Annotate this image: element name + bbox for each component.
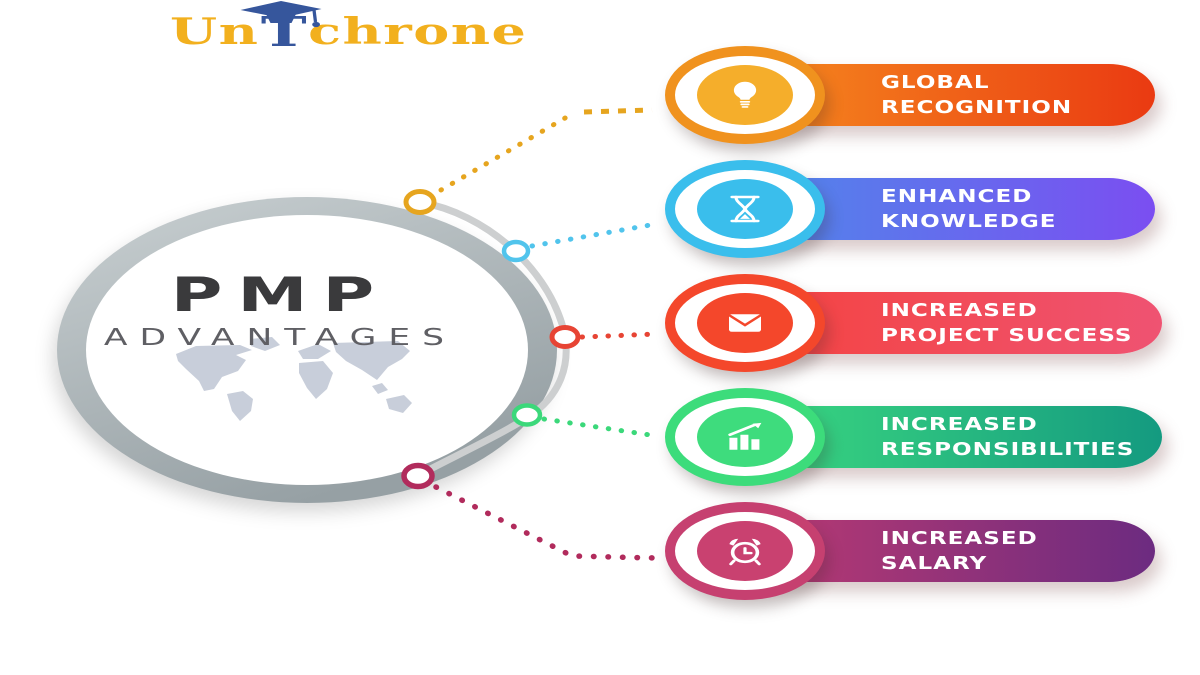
page-subtitle: ADVANTAGES (103, 325, 457, 351)
logo-text-un: Un (170, 11, 260, 53)
circle-center-text: PMP ADVANTAGES (25, 272, 535, 350)
world-map (176, 337, 412, 421)
envelope-icon (728, 314, 762, 332)
dotted-connector-1-dashes (583, 107, 653, 115)
logo-letter-t-wrap: T (239, 1, 321, 53)
item-label: ENHANCED KNOWLEDGE (881, 186, 1057, 232)
item-badge (665, 502, 825, 600)
item-badge (665, 274, 825, 372)
dotted-connector-1 (438, 111, 575, 193)
dotted-connector-2 (529, 221, 659, 249)
item-badge (665, 388, 825, 486)
lightbulb-icon (733, 81, 757, 108)
logo-unichrone: Un T chrone (170, 1, 526, 53)
connector-node-4 (511, 403, 543, 427)
item-badge (665, 46, 825, 144)
alarm-clock-icon (729, 538, 761, 566)
dotted-connector-4 (541, 416, 660, 439)
connector-node-3 (549, 325, 581, 349)
logo-text-chrone: chrone (308, 11, 528, 53)
dotted-connector-3 (579, 331, 660, 340)
item-label: INCREASED SALARY (881, 528, 1038, 574)
graduation-cap-icon (239, 1, 321, 28)
item-label: INCREASED RESPONSIBILITIES (881, 414, 1135, 460)
item-label: GLOBAL RECOGNITION (881, 72, 1073, 118)
dotted-connector-5 (433, 484, 658, 561)
bar-chart-icon (728, 422, 762, 450)
item-label: INCREASED PROJECT SUCCESS (881, 300, 1133, 346)
connector-node-2 (501, 239, 531, 263)
connector-node-5 (401, 462, 435, 490)
hourglass-icon (730, 195, 760, 223)
item-badge (665, 160, 825, 258)
connector-node-1 (403, 189, 437, 215)
page-title: PMP (170, 268, 390, 323)
outer-arc (415, 198, 570, 479)
